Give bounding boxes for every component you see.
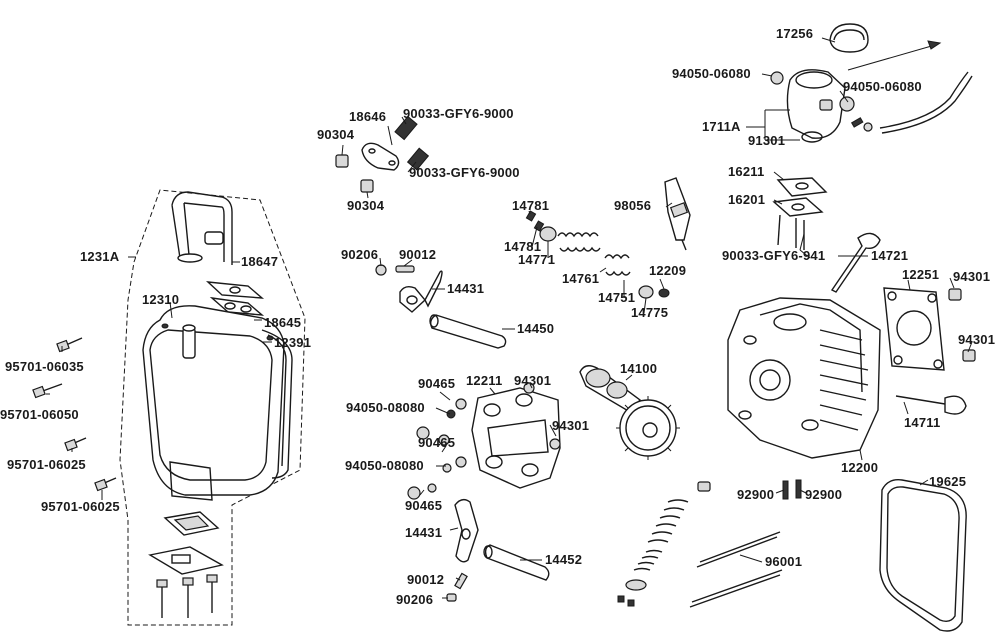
studs-90033 bbox=[394, 115, 430, 171]
valve-14711 bbox=[895, 395, 967, 415]
part-label-18647: 18647 bbox=[241, 254, 279, 269]
part-label-94050-08080: 94050-08080 bbox=[345, 458, 424, 473]
valve-14721 bbox=[830, 232, 881, 293]
part-label-12209: 12209 bbox=[649, 263, 687, 278]
part-label-96001: 96001 bbox=[765, 554, 803, 569]
part-label-12211: 12211 bbox=[466, 373, 503, 388]
hose-clamp-17256 bbox=[829, 23, 869, 53]
head-cover-12310 bbox=[142, 305, 285, 501]
part-label-90304: 90304 bbox=[317, 127, 355, 142]
part-label-16211: 16211 bbox=[728, 164, 765, 179]
head-cover-group-outline bbox=[119, 189, 306, 626]
part-label-18645: 18645 bbox=[264, 315, 302, 330]
part-label-90012: 90012 bbox=[407, 572, 445, 587]
cover-gasket-19625 bbox=[879, 479, 967, 632]
part-label-94301: 94301 bbox=[958, 332, 996, 347]
gasket-18645 bbox=[209, 296, 265, 316]
part-label-14761: 14761 bbox=[562, 271, 600, 286]
part-label-12200: 12200 bbox=[841, 460, 879, 475]
pins-90012-90206-lower bbox=[446, 572, 468, 602]
part-label-91301: 91301 bbox=[748, 133, 786, 148]
part-label-14771: 14771 bbox=[518, 252, 556, 267]
nuts-washers-94050-90465 bbox=[407, 382, 561, 500]
part-label-14450: 14450 bbox=[517, 321, 555, 336]
part-label-94050-06080: 94050-06080 bbox=[672, 66, 751, 81]
part-label-14781: 14781 bbox=[512, 198, 550, 213]
leader-lines bbox=[46, 37, 973, 599]
part-label-19625: 19625 bbox=[929, 474, 967, 489]
insulator-16211 bbox=[776, 177, 828, 197]
dowel-pins-94301 bbox=[948, 288, 976, 362]
part-label-14711: 14711 bbox=[904, 415, 941, 430]
rocker-shaft-14452 bbox=[483, 544, 550, 581]
part-label-90465: 90465 bbox=[418, 435, 456, 450]
camshaft-14100 bbox=[579, 365, 680, 460]
part-label-90012: 90012 bbox=[399, 247, 437, 262]
part-label-16201: 16201 bbox=[728, 192, 766, 207]
studs-92900 bbox=[782, 479, 802, 500]
part-label-14452: 14452 bbox=[545, 552, 583, 567]
part-label-95701-06025: 95701-06025 bbox=[7, 457, 86, 472]
part-label-14781: 14781 bbox=[504, 239, 542, 254]
rocker-shaft-14450 bbox=[429, 314, 507, 349]
cover-gasket-12391 bbox=[261, 329, 293, 479]
part-label-14751: 14751 bbox=[598, 290, 636, 305]
part-label-94301: 94301 bbox=[552, 418, 590, 433]
part-label-95701-06025: 95701-06025 bbox=[41, 499, 120, 514]
head-gasket-12251 bbox=[883, 287, 945, 371]
stud-bolts-96001 bbox=[689, 531, 783, 608]
part-label-95701-06050: 95701-06050 bbox=[0, 407, 79, 422]
part-label-18646: 18646 bbox=[349, 109, 387, 124]
joint-18646 bbox=[361, 142, 400, 171]
part-label-90033-gfy6-9000: 90033-GFY6-9000 bbox=[403, 106, 514, 121]
gasket-16201 bbox=[772, 197, 824, 217]
part-label-14721: 14721 bbox=[871, 248, 909, 263]
cylinder-head-12200 bbox=[727, 297, 881, 459]
part-label-98056: 98056 bbox=[614, 198, 652, 213]
part-label-14775: 14775 bbox=[631, 305, 669, 320]
camshaft-holder-12211 bbox=[471, 387, 561, 489]
valve-spring-set-upper bbox=[525, 210, 670, 299]
joint-plate bbox=[205, 281, 265, 299]
pins-90206-90012-upper bbox=[375, 264, 415, 276]
part-label-12391: 12391 bbox=[274, 335, 312, 350]
part-label-12251: 12251 bbox=[902, 267, 940, 282]
o-ring-91301 bbox=[801, 131, 823, 143]
part-label-92900: 92900 bbox=[805, 487, 843, 502]
part-label-90304: 90304 bbox=[347, 198, 385, 213]
part-label-17256: 17256 bbox=[776, 26, 814, 41]
rocker-arm-14431-lower bbox=[454, 498, 479, 563]
valve-spring-set-lower bbox=[617, 481, 711, 607]
part-label-12310: 12310 bbox=[142, 292, 180, 307]
part-label-90206: 90206 bbox=[341, 247, 379, 262]
studs-90033-gfy6-941 bbox=[777, 214, 805, 250]
intake-pipe-1711A bbox=[786, 69, 846, 139]
breather-pipe-18647 bbox=[171, 191, 233, 265]
part-label-1711A: 1711A bbox=[702, 119, 741, 134]
part-label-90033-gfy6-9000: 90033-GFY6-9000 bbox=[409, 165, 520, 180]
bolts-95701 bbox=[32, 337, 117, 492]
intake-hose-and-arrow bbox=[847, 40, 973, 134]
part-label-92900: 92900 bbox=[737, 487, 775, 502]
part-label-90465: 90465 bbox=[405, 498, 443, 513]
part-label-95701-06035: 95701-06035 bbox=[5, 359, 84, 374]
part-label-94050-06080: 94050-06080 bbox=[843, 79, 922, 94]
part-label-14431: 14431 bbox=[405, 525, 443, 540]
part-label-94301: 94301 bbox=[514, 373, 552, 388]
part-label-1231A: 1231A bbox=[80, 249, 120, 264]
part-label-94301: 94301 bbox=[953, 269, 991, 284]
part-label-90033-gfy6-941: 90033-GFY6-941 bbox=[722, 248, 826, 263]
rocker-arm-14431-upper bbox=[399, 270, 443, 313]
part-label-90465: 90465 bbox=[418, 376, 456, 391]
part-label-90206: 90206 bbox=[396, 592, 434, 607]
reed-valve-parts bbox=[148, 511, 224, 618]
nut-94050-06080-a bbox=[770, 71, 784, 85]
part-label-14431: 14431 bbox=[447, 281, 485, 296]
spark-plug-98056 bbox=[664, 177, 691, 251]
part-label-94050-08080: 94050-08080 bbox=[346, 400, 425, 415]
nut-94050-06080-b bbox=[839, 96, 855, 112]
part-label-14100: 14100 bbox=[620, 361, 658, 376]
